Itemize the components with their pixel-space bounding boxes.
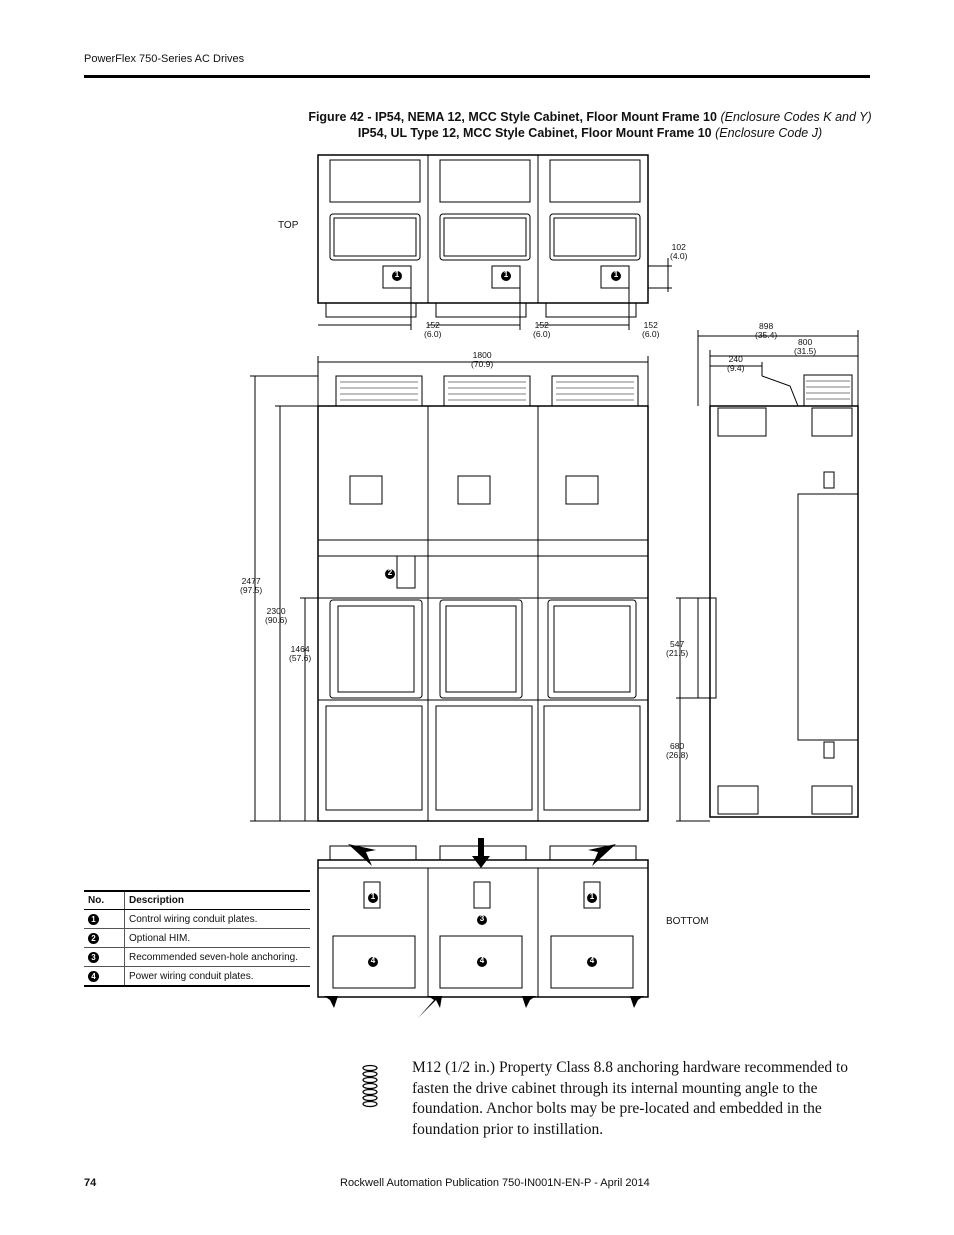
- header-rule: [84, 75, 870, 78]
- dim-898: 898(35.4): [755, 321, 778, 340]
- legend-description: Recommended seven-hole anchoring.: [124, 947, 310, 967]
- dim-547: 547(21.5): [666, 639, 689, 658]
- figure-caption-line2-qualifier: (Enclosure Code J): [715, 126, 823, 140]
- figure-caption: Figure 42 - IP54, NEMA 12, MCC Style Cab…: [300, 109, 880, 141]
- dim-2477: 2477(97.5): [240, 576, 263, 595]
- legend-description: Control wiring conduit plates.: [124, 909, 310, 929]
- side-view: [676, 330, 859, 822]
- legend-row: 1 Control wiring conduit plates.: [84, 909, 310, 929]
- legend-callout-badge: 1: [88, 913, 99, 925]
- publication-footer: Rockwell Automation Publication 750-IN00…: [340, 1177, 650, 1189]
- callout-1-bottom-c: 1: [589, 892, 595, 901]
- dim-2300: 2300(90.6): [265, 606, 288, 625]
- callout-3-bottom: 3: [479, 914, 485, 923]
- note-icon: [362, 1064, 378, 1108]
- figure-caption-line1-qualifier: (Enclosure Codes K and Y): [720, 110, 872, 124]
- callout-1-top-b: 1: [503, 270, 509, 279]
- callout-4-bottom-a: 4: [370, 956, 376, 965]
- callout-legend-table: No. Description 1 Control wiring conduit…: [84, 890, 310, 987]
- legend-row: 4 Power wiring conduit plates.: [84, 966, 310, 987]
- legend-col-no: No.: [84, 890, 125, 910]
- anchoring-note: M12 (1/2 in.) Property Class 8.8 anchori…: [412, 1059, 849, 1138]
- legend-row: 3 Recommended seven-hole anchoring.: [84, 947, 310, 967]
- legend-header-row: No. Description: [84, 890, 310, 910]
- callout-4-bottom-b: 4: [479, 956, 485, 965]
- top-view: [317, 154, 672, 330]
- dim-102: 102(4.0): [670, 242, 688, 261]
- figure-caption-line2: IP54, UL Type 12, MCC Style Cabinet, Flo…: [357, 126, 716, 140]
- bottom-view-label: BOTTOM: [666, 916, 709, 927]
- dim-1800: 1800(70.9): [471, 350, 494, 369]
- legend-callout-badge: 4: [88, 970, 99, 982]
- callout-1-bottom-a: 1: [370, 892, 376, 901]
- dim-1464: 1464(57.6): [289, 644, 312, 663]
- callout-1-top-a: 1: [394, 270, 400, 279]
- dim-152-c: 152(6.0): [642, 320, 660, 339]
- callout-2-front: 2: [387, 568, 393, 577]
- top-view-label: TOP: [278, 220, 299, 231]
- dim-152-b: 152(6.0): [533, 320, 551, 339]
- legend-callout-badge: 3: [88, 951, 99, 963]
- figure-caption-line1: Figure 42 - IP54, NEMA 12, MCC Style Cab…: [308, 110, 721, 124]
- legend-description: Power wiring conduit plates.: [124, 966, 310, 987]
- dim-152-a: 152(6.0): [424, 320, 442, 339]
- callout-4-bottom-c: 4: [589, 956, 595, 965]
- dim-240: 240(9.4): [727, 354, 745, 373]
- legend-col-description: Description: [124, 890, 310, 910]
- front-view: [250, 356, 649, 822]
- dim-680: 680(26.8): [666, 741, 689, 760]
- page-number: 74: [84, 1177, 97, 1189]
- legend-callout-badge: 2: [88, 932, 99, 944]
- running-header: PowerFlex 750-Series AC Drives: [84, 53, 245, 65]
- bottom-view: [317, 845, 649, 998]
- legend-description: Optional HIM.: [124, 928, 310, 948]
- legend-row: 2 Optional HIM.: [84, 928, 310, 948]
- callout-1-top-c: 1: [613, 270, 619, 279]
- dim-800: 800(31.5): [794, 337, 817, 356]
